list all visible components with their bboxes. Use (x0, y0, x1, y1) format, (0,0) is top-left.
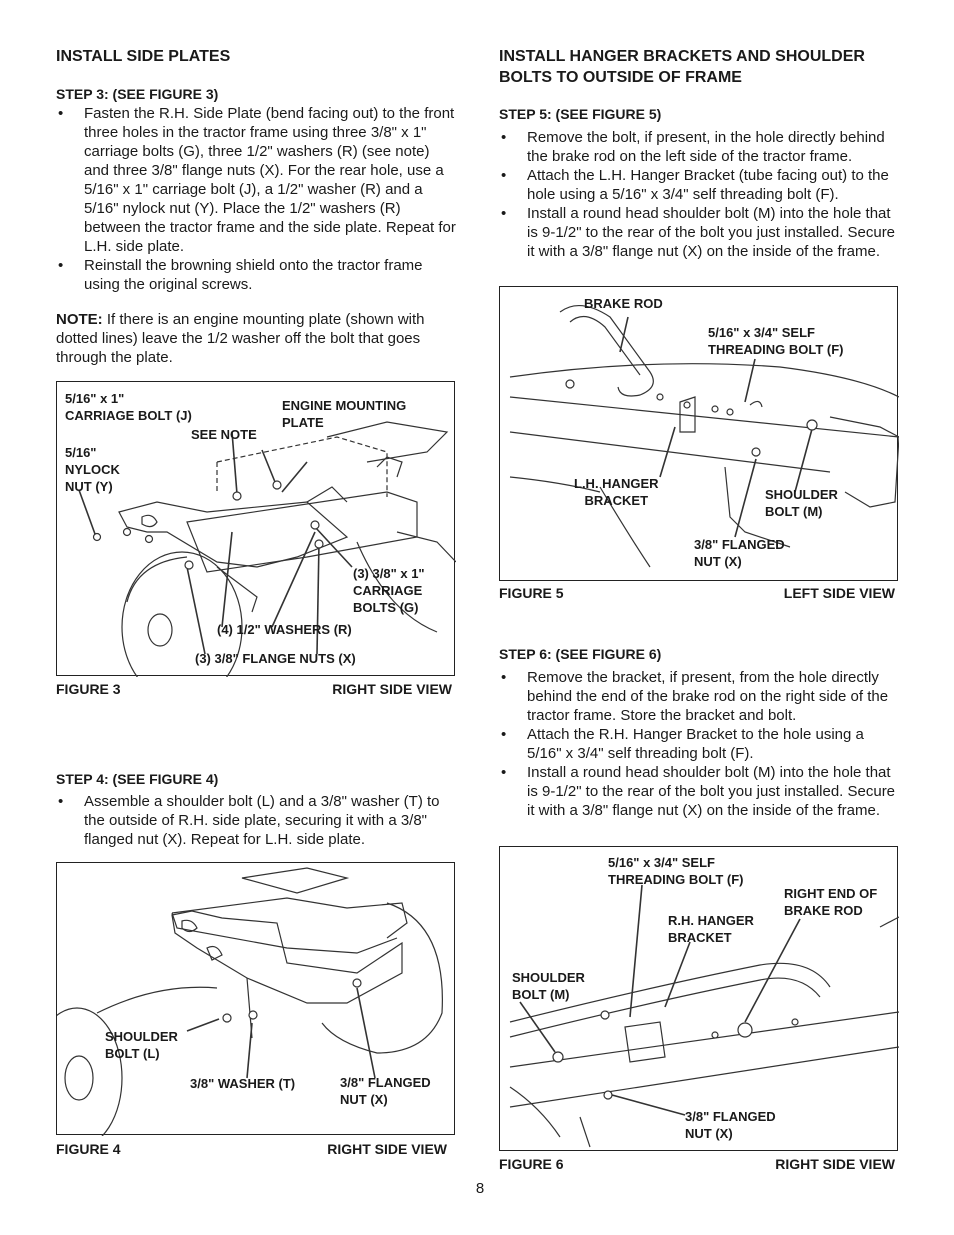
step3-bullet-1: Fasten the R.H. Side Plate (bend facing … (56, 104, 456, 256)
step5-list: Remove the bolt, if present, in the hole… (499, 128, 901, 261)
step3-title: STEP 3: (SEE FIGURE 3) (56, 86, 219, 102)
figure-4-caption: FIGURE 4 (56, 1141, 121, 1157)
step5-bullet-1: Remove the bolt, if present, in the hole… (499, 128, 901, 166)
step6-list: Remove the bracket, if present, from the… (499, 668, 901, 820)
figure-6-view: RIGHT SIDE VIEW (775, 1156, 895, 1172)
step3-bullet-2: Reinstall the browning shield onto the t… (56, 256, 456, 294)
fig6-label-shoulder: SHOULDER BOLT (M) (512, 970, 585, 1002)
fig6-label-flanged: 3/8" FLANGED NUT (X) (685, 1109, 776, 1141)
section-heading-hanger-brackets: INSTALL HANGER BRACKETS AND SHOULDER BOL… (499, 48, 865, 86)
step6-title: STEP 6: (SEE FIGURE 6) (499, 646, 662, 662)
note-paragraph: NOTE: If there is an engine mounting pla… (56, 310, 456, 367)
fig3-label-nylock: 5/16" NYLOCK NUT (Y) (65, 445, 120, 494)
fig3-label-carriage-bolts-g: (3) 3/8" x 1" CARRIAGE BOLTS (G) (353, 566, 425, 615)
figure-6-drawing (509, 884, 899, 1148)
fig6-label-rh-bracket: R.H. HANGER BRACKET (668, 913, 754, 945)
figure-3-caption: FIGURE 3 (56, 681, 121, 697)
fig5-label-shoulder: SHOULDER BOLT (M) (765, 487, 838, 519)
step6-bullet-2: Attach the R.H. Hanger Bracket to the ho… (499, 725, 901, 763)
fig5-label-self-threading: 5/16" x 3/4" SELF THREADING BOLT (F) (708, 325, 844, 357)
fig6-label-right-end: RIGHT END OF BRAKE ROD (784, 886, 878, 918)
step4-bullet-1: Assemble a shoulder bolt (L) and a 3/8" … (56, 792, 456, 849)
figure-6: 5/16" x 3/4" SELF THREADING BOLT (F) RIG… (499, 846, 899, 1151)
figure-5: BRAKE ROD 5/16" x 3/4" SELF THREADING BO… (499, 286, 899, 581)
step6-bullet-1: Remove the bracket, if present, from the… (499, 668, 901, 725)
fig4-label-flanged: 3/8" FLANGED NUT (X) (340, 1075, 431, 1107)
fig6-label-self-threading: 5/16" x 3/4" SELF THREADING BOLT (F) (608, 855, 744, 887)
figure-5-view: LEFT SIDE VIEW (783, 585, 895, 601)
fig3-label-see-note: SEE NOTE (191, 427, 257, 442)
fig4-label-washer: 3/8" WASHER (T) (190, 1076, 296, 1091)
figure-6-caption: FIGURE 6 (499, 1156, 564, 1172)
fig4-label-shoulder: SHOULDER BOLT (L) (105, 1029, 178, 1061)
figure-4: SHOULDER BOLT (L) 3/8" WASHER (T) 3/8" F… (56, 862, 455, 1136)
figure-5-drawing (509, 305, 899, 568)
figure-5-caption: FIGURE 5 (499, 585, 564, 601)
fig3-label-carriage-bolt: 5/16" x 1" CARRIAGE BOLT (J) (65, 391, 192, 423)
figure-4-view: RIGHT SIDE VIEW (327, 1141, 447, 1157)
figure-3: 5/16" x 1" CARRIAGE BOLT (J) ENGINE MOUN… (56, 381, 456, 677)
fig3-label-flange-nuts: (3) 3/8" FLANGE NUTS (X) (195, 651, 356, 666)
step3-list: Fasten the R.H. Side Plate (bend facing … (56, 104, 456, 294)
note-text: If there is an engine mounting plate (sh… (56, 311, 425, 366)
note-label: NOTE: (56, 311, 103, 328)
figure-3-view: RIGHT SIDE VIEW (332, 681, 452, 697)
step6-bullet-3: Install a round head shoulder bolt (M) i… (499, 763, 901, 820)
section-heading-side-plates: INSTALL SIDE PLATES (56, 48, 231, 65)
fig3-label-engine-plate: ENGINE MOUNTING PLATE (282, 398, 407, 430)
fig5-label-brake-rod: BRAKE ROD (584, 296, 663, 311)
step5-bullet-3: Install a round head shoulder bolt (M) i… (499, 204, 901, 261)
fig3-label-washers: (4) 1/2" WASHERS (R) (217, 622, 352, 637)
step5-title: STEP 5: (SEE FIGURE 5) (499, 106, 662, 122)
fig5-label-lh-bracket: L.H. HANGER BRACKET (574, 476, 659, 508)
fig5-label-flanged: 3/8" FLANGED NUT (X) (694, 537, 785, 569)
step4-list: Assemble a shoulder bolt (L) and a 3/8" … (56, 792, 456, 849)
page-number: 8 (475, 1180, 485, 1197)
figure-4-drawing (57, 867, 443, 1136)
figure-3-drawing (78, 421, 456, 677)
step5-bullet-2: Attach the L.H. Hanger Bracket (tube fac… (499, 166, 901, 204)
step4-title: STEP 4: (SEE FIGURE 4) (56, 771, 219, 787)
